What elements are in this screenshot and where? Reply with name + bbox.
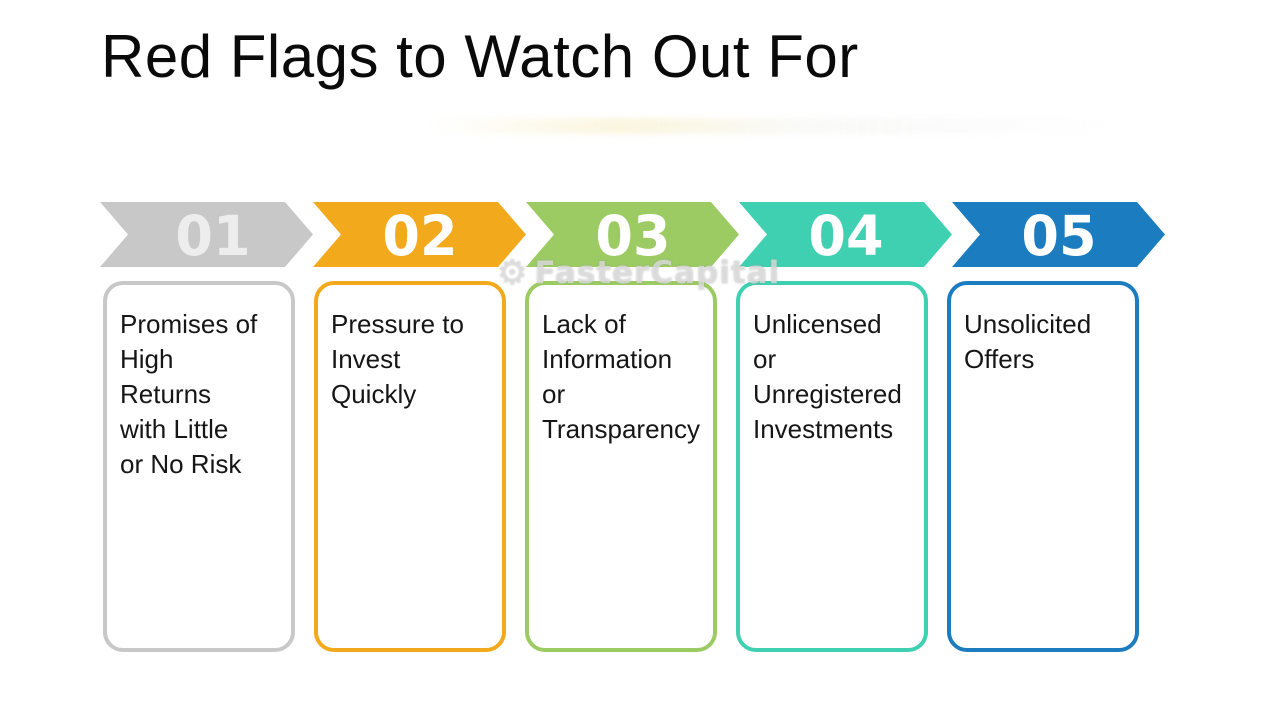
chevron-arrows: 01 02 03 04 05	[100, 202, 1169, 267]
chevron-arrow-2	[309, 202, 530, 267]
step-card-1: Promises of High Returns with Little or …	[103, 281, 295, 652]
step-card-2: Pressure to Invest Quickly	[314, 281, 506, 652]
step-card-1-text: Promises of High Returns with Little or …	[120, 309, 258, 479]
step-number-4: 04	[808, 203, 883, 267]
page-title: Red Flags to Watch Out For	[101, 23, 859, 90]
step-card-4-text: Unlicensed or Unregistered Investments	[753, 309, 902, 444]
step-number-2: 02	[382, 203, 457, 267]
process-arrow-band: 01 02 03 04 05	[100, 202, 1170, 267]
step-card-2-text: Pressure to Invest Quickly	[331, 309, 464, 409]
chevron-arrow-3	[522, 202, 743, 267]
step-number-3: 03	[595, 203, 670, 267]
step-card-3-text: Lack of Information or Transparency	[542, 309, 700, 444]
step-card-5-text: Unsolicited Offers	[964, 309, 1092, 374]
step-number-5: 05	[1021, 203, 1096, 267]
chevron-arrow-1	[100, 202, 317, 267]
step-card-3: Lack of Information or Transparency	[525, 281, 717, 652]
faded-watermark-band	[430, 118, 1110, 134]
step-card-5: Unsolicited Offers	[947, 281, 1139, 652]
chevron-arrow-4	[735, 202, 956, 267]
step-number-1: 01	[175, 203, 250, 267]
chevron-arrow-5	[948, 202, 1169, 267]
step-card-4: Unlicensed or Unregistered Investments	[736, 281, 928, 652]
